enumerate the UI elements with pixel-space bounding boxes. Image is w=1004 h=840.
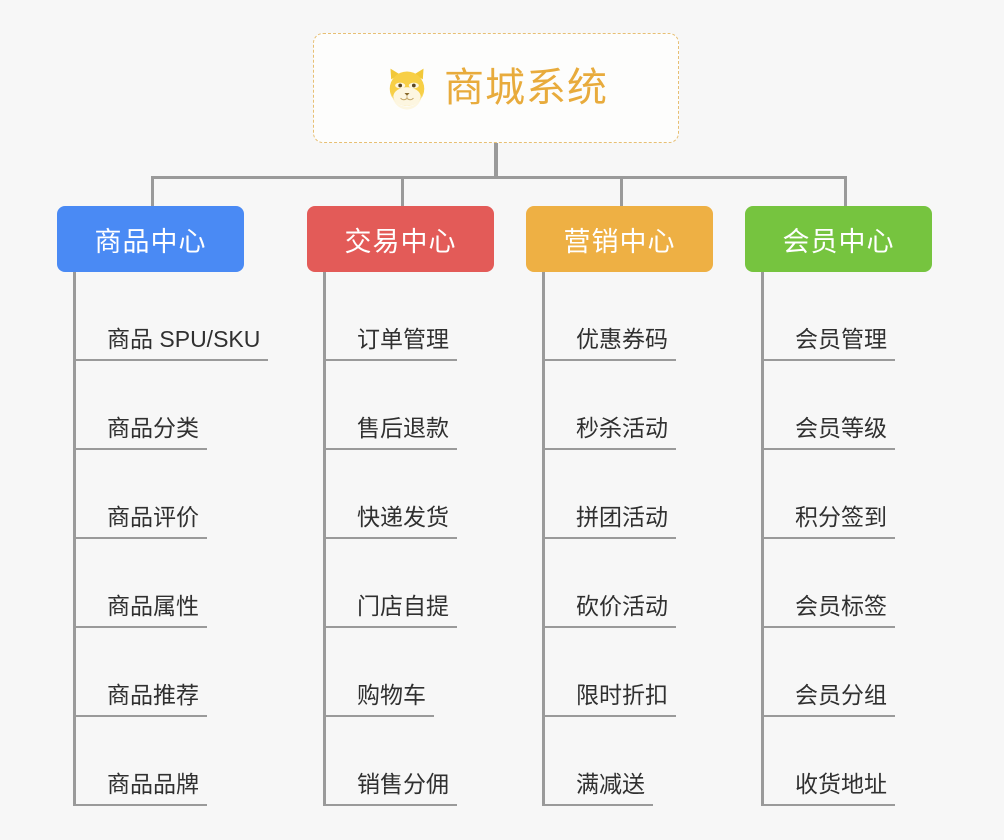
leaf-item-label: 优惠券码	[545, 326, 676, 362]
leaf-item[interactable]: 砍价活动	[545, 539, 713, 629]
branch-column-2: 交易中心 订单管理 售后退款 快递发货 门店自提 购物车 销售分佣	[307, 206, 494, 807]
connector-drop-4	[844, 176, 847, 208]
leaf-item-label: 积分签到	[764, 504, 895, 540]
leaf-item[interactable]: 秒杀活动	[545, 361, 713, 451]
leaf-item[interactable]: 销售分佣	[326, 717, 494, 807]
leaf-item-label: 会员等级	[764, 415, 895, 451]
connector-drop-2	[401, 176, 404, 208]
leaf-item[interactable]: 商品 SPU/SKU	[75, 272, 269, 362]
leaf-item-label: 销售分佣	[326, 771, 457, 807]
leaf-item-label: 商品分类	[76, 415, 207, 451]
leaf-item-label: 满减送	[545, 771, 653, 807]
leaf-item[interactable]: 会员标签	[764, 539, 932, 629]
leaf-item[interactable]: 收货地址	[764, 717, 932, 807]
leaf-item[interactable]: 限时折扣	[545, 628, 713, 718]
leaf-item[interactable]: 拼团活动	[545, 450, 713, 540]
branch-header-3[interactable]: 营销中心	[526, 206, 713, 272]
branch-header-1[interactable]: 商品中心	[57, 206, 244, 272]
leaf-list-3: 优惠券码 秒杀活动 拼团活动 砍价活动 限时折扣 满减送	[542, 272, 713, 807]
leaf-item-label: 商品属性	[76, 593, 207, 629]
leaf-list-4: 会员管理 会员等级 积分签到 会员标签 会员分组 收货地址	[761, 272, 932, 807]
leaf-list-1: 商品 SPU/SKU 商品分类 商品评价 商品属性 商品推荐 商品品牌	[73, 272, 269, 807]
leaf-item-label: 购物车	[326, 682, 434, 718]
leaf-item[interactable]: 会员分组	[764, 628, 932, 718]
leaf-item[interactable]: 满减送	[545, 717, 713, 807]
leaf-item-label: 会员分组	[764, 682, 895, 718]
branch-header-2[interactable]: 交易中心	[307, 206, 494, 272]
leaf-item-label: 限时折扣	[545, 682, 676, 718]
leaf-item-label: 商品评价	[76, 504, 207, 540]
branch-header-label: 商品中心	[94, 226, 207, 257]
leaf-item[interactable]: 订单管理	[326, 272, 494, 362]
branch-header-label: 交易中心	[344, 226, 457, 257]
leaf-item[interactable]: 会员等级	[764, 361, 932, 451]
leaf-item[interactable]: 商品推荐	[76, 628, 244, 718]
leaf-item[interactable]: 快递发货	[326, 450, 494, 540]
leaf-item-label: 订单管理	[326, 326, 457, 362]
leaf-item[interactable]: 门店自提	[326, 539, 494, 629]
leaf-item[interactable]: 积分签到	[764, 450, 932, 540]
branch-header-4[interactable]: 会员中心	[745, 206, 932, 272]
branch-header-label: 营销中心	[563, 226, 676, 257]
root-node[interactable]: 商城系统	[313, 33, 679, 143]
leaf-item-label: 会员标签	[764, 593, 895, 629]
leaf-item-label: 收货地址	[764, 771, 895, 807]
leaf-item-label: 快递发货	[326, 504, 457, 540]
connector-drop-1	[151, 176, 154, 208]
leaf-item-label: 商品 SPU/SKU	[75, 326, 269, 362]
leaf-item-label: 商品品牌	[76, 771, 207, 807]
leaf-item-label: 秒杀活动	[545, 415, 676, 451]
leaf-item-label: 砍价活动	[545, 593, 676, 629]
leaf-item[interactable]: 会员管理	[764, 272, 932, 362]
connector-drop-3	[620, 176, 623, 208]
connector-horizontal-bus	[151, 176, 847, 179]
leaf-list-2: 订单管理 售后退款 快递发货 门店自提 购物车 销售分佣	[323, 272, 494, 807]
leaf-item[interactable]: 售后退款	[326, 361, 494, 451]
leaf-item[interactable]: 商品评价	[76, 450, 244, 540]
leaf-item-label: 会员管理	[764, 326, 895, 362]
root-title: 商城系统	[444, 66, 608, 110]
leaf-item-label: 商品推荐	[76, 682, 207, 718]
leaf-item[interactable]: 商品分类	[76, 361, 244, 451]
branch-header-label: 会员中心	[782, 226, 895, 257]
leaf-item[interactable]: 商品属性	[76, 539, 244, 629]
leaf-item[interactable]: 商品品牌	[76, 717, 244, 807]
branch-column-3: 营销中心 优惠券码 秒杀活动 拼团活动 砍价活动 限时折扣 满减送	[526, 206, 713, 807]
connector-root-stem	[494, 143, 498, 179]
leaf-item-label: 门店自提	[326, 593, 457, 629]
leaf-item-label: 拼团活动	[545, 504, 676, 540]
leaf-item-label: 售后退款	[326, 415, 457, 451]
branch-column-1: 商品中心 商品 SPU/SKU 商品分类 商品评价 商品属性 商品推荐 商品品牌	[57, 206, 269, 807]
leaf-item[interactable]: 购物车	[326, 628, 494, 718]
branch-column-4: 会员中心 会员管理 会员等级 积分签到 会员标签 会员分组 收货地址	[745, 206, 932, 807]
shiba-dog-face-icon	[389, 68, 425, 110]
leaf-item[interactable]: 优惠券码	[545, 272, 713, 362]
